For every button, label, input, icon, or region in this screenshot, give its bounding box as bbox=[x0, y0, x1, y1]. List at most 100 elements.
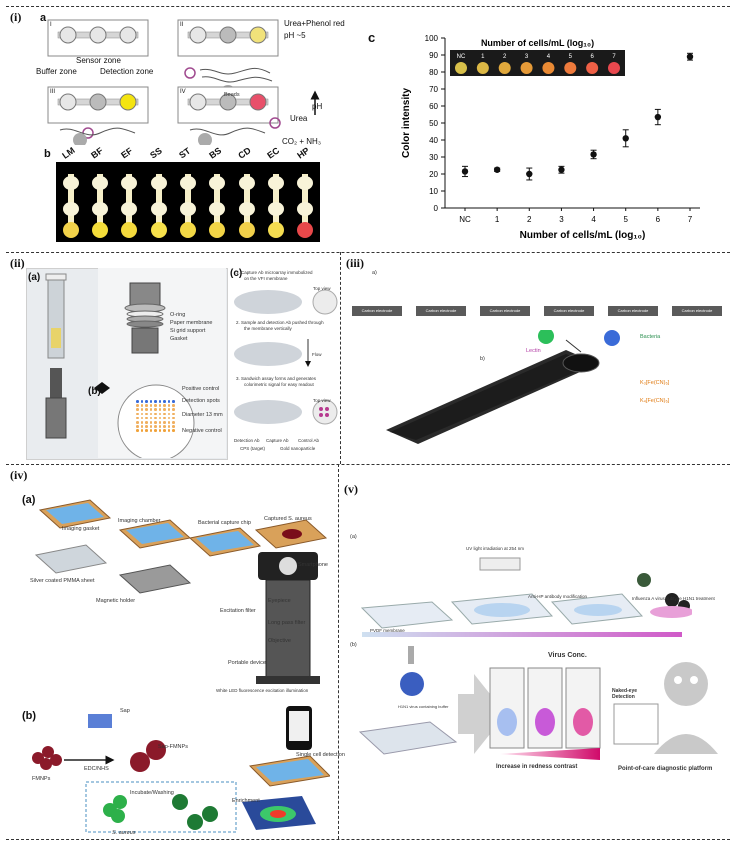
sub-label-a: a bbox=[40, 12, 47, 24]
strip-st: ST bbox=[173, 146, 202, 242]
strip-spot bbox=[209, 202, 226, 216]
strip-label: EC bbox=[265, 145, 282, 161]
strip-hp: HP bbox=[291, 145, 320, 242]
p3-sub-a: a) bbox=[372, 270, 377, 276]
sensor-I bbox=[47, 19, 149, 57]
strip-ef: EF bbox=[115, 146, 144, 242]
inset-label: 1 bbox=[481, 54, 485, 60]
detection-spot bbox=[140, 429, 143, 432]
detection-spot bbox=[163, 421, 166, 424]
step3b-label: colorimetric signal for easy readout bbox=[244, 382, 314, 387]
top-view-label-1: Top view bbox=[313, 286, 331, 291]
panel-label-ii: (ii) bbox=[10, 256, 25, 270]
strip-spot bbox=[62, 176, 79, 190]
y-tick-label: 90 bbox=[429, 51, 438, 60]
detection-spot bbox=[172, 429, 175, 432]
carbon-electrode: Carbon electrode bbox=[352, 306, 402, 316]
incubate-label: Incubate/Washing bbox=[130, 790, 174, 796]
detection-spot bbox=[145, 416, 148, 420]
detection-spot bbox=[172, 425, 175, 428]
anti-hp-label: Anti-HP antibody modification bbox=[528, 594, 587, 599]
step3-label: 3. Sandwich assay forms and generates bbox=[236, 376, 317, 381]
y-tick-label: 0 bbox=[434, 204, 439, 213]
ph5-label: pH ~5 bbox=[284, 31, 306, 40]
objective-label: Objective bbox=[268, 638, 291, 644]
roman-I: I bbox=[50, 22, 52, 28]
strip-label: EF bbox=[118, 145, 134, 161]
detection-spot bbox=[154, 412, 157, 416]
detection-spot bbox=[158, 412, 161, 416]
capture-chip-label: Bacterial capture chip bbox=[198, 520, 251, 526]
detection-spot bbox=[140, 408, 143, 411]
detection-spot bbox=[158, 404, 161, 407]
detection-spot bbox=[163, 425, 166, 428]
strip-label: ST bbox=[177, 145, 193, 161]
inset-label: 7 bbox=[612, 54, 616, 60]
inset-spot bbox=[542, 62, 555, 74]
eyepiece-label: Eyepiece bbox=[268, 598, 291, 604]
sub-label-b: b bbox=[44, 148, 51, 160]
detection-spot bbox=[145, 421, 148, 424]
inset-photo bbox=[450, 50, 625, 76]
detection-spot bbox=[167, 416, 170, 420]
x-tick-label: 4 bbox=[591, 215, 596, 224]
detection-spot bbox=[158, 408, 161, 411]
divider-row1 bbox=[6, 252, 730, 253]
strip-detection-spot bbox=[267, 222, 284, 238]
detection-spot bbox=[154, 408, 157, 411]
carbon-electrode: Carbon electrode bbox=[672, 306, 722, 316]
strip-spot bbox=[91, 202, 108, 216]
strip-spot bbox=[62, 202, 79, 216]
detection-spot bbox=[154, 416, 157, 420]
detection-spot bbox=[154, 421, 157, 424]
fe-label-1: K₃[Fe(CN)₆] bbox=[640, 380, 670, 386]
strip-cd: CD bbox=[232, 145, 261, 242]
detection-spot bbox=[167, 429, 170, 432]
sap-label: Sap bbox=[120, 708, 130, 714]
p2-sub-a: (a) bbox=[28, 272, 41, 283]
detection-spot bbox=[136, 425, 139, 428]
lectin-label: Lectin bbox=[526, 348, 541, 354]
negative-control-label: Negative control bbox=[182, 428, 222, 434]
detection-spot bbox=[172, 412, 175, 416]
paper-sensor-schematic bbox=[47, 19, 320, 145]
strip-spot bbox=[267, 202, 284, 216]
x-tick-label: 3 bbox=[559, 215, 564, 224]
detection-spot bbox=[140, 421, 143, 424]
strip-lm: LM bbox=[56, 145, 85, 242]
detection-spot bbox=[140, 400, 143, 403]
urea-label: Urea bbox=[290, 114, 308, 123]
co2-label: CO₂ + NH₃ bbox=[282, 137, 322, 146]
detection-spot bbox=[154, 429, 157, 432]
panel-label-iii: (iii) bbox=[346, 256, 364, 270]
detection-spot bbox=[145, 408, 148, 411]
data-point bbox=[654, 113, 662, 121]
inset-spot bbox=[520, 62, 533, 74]
detection-spot bbox=[167, 408, 170, 411]
strip-label: HP bbox=[294, 145, 311, 161]
detection-spot bbox=[136, 400, 139, 403]
virus-conc-label: Virus Conc. bbox=[548, 652, 587, 659]
panel-label-i: (i) bbox=[10, 10, 22, 24]
x-axis-label: Number of cells/mL (log₁₀) bbox=[520, 230, 646, 241]
detection-spot bbox=[136, 408, 139, 411]
detection-spot-array bbox=[136, 400, 176, 434]
detection-spot bbox=[158, 425, 161, 428]
silver-sheet-label: Silver coated PMMA sheet bbox=[30, 578, 95, 584]
edc-nhs-label: EDC/NHS bbox=[84, 766, 109, 772]
detection-spot bbox=[167, 412, 170, 416]
top-view-label-2: Top view bbox=[313, 398, 331, 403]
detection-spot bbox=[136, 429, 139, 432]
detection-spot bbox=[167, 404, 170, 407]
detection-spot bbox=[167, 425, 170, 428]
detection-spot bbox=[167, 400, 170, 403]
naked-eye-label: Naked-eye Detection bbox=[612, 688, 638, 700]
detection-spot bbox=[149, 416, 152, 420]
diameter-label: Diameter 13 mm bbox=[182, 412, 223, 418]
led-label: White LED fluorescence excitation illumi… bbox=[216, 688, 309, 693]
detection-spot bbox=[158, 429, 161, 432]
pvdf-label: PVDF membrane bbox=[370, 628, 405, 633]
sensor-II bbox=[177, 19, 279, 101]
detection-spot bbox=[145, 412, 148, 416]
detection-spot bbox=[172, 408, 175, 411]
